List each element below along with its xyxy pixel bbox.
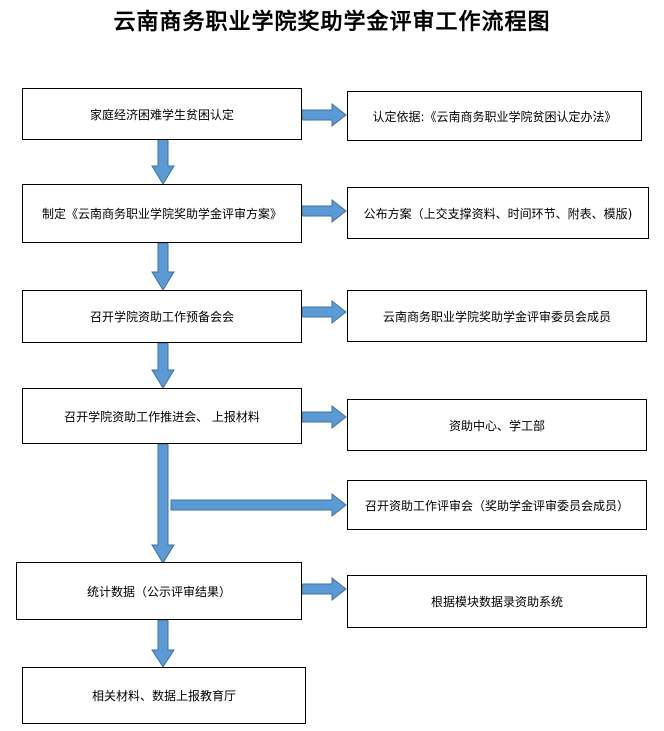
step-preparatory-meeting: 召开学院资助工作预备会会 — [22, 290, 302, 343]
arrow-down-5 — [151, 619, 175, 668]
arrow-right-4 — [301, 404, 347, 430]
step-formulate-plan: 制定《云南商务职业学院奖助学金评审方案》 — [22, 184, 302, 243]
note-label: 云南商务职业学院奖助学金评审委员会成员 — [382, 309, 611, 324]
note-committee-members: 云南商务职业学院奖助学金评审委员会成员 — [347, 290, 647, 342]
note-label: 资助中心、学工部 — [448, 418, 545, 433]
arrow-right-1 — [301, 102, 347, 128]
step-statistics: 统计数据（公示评审结果） — [16, 562, 302, 620]
note-review-meeting: 召开资助工作评审会（奖助学金评审委员会成员） — [347, 480, 647, 530]
note-label: 召开资助工作评审会（奖助学金评审委员会成员） — [364, 498, 629, 513]
arrow-right-6 — [301, 576, 347, 602]
note-label: 根据模块数据录资助系统 — [430, 595, 563, 609]
note-certification-basis: 认定依据:《云南商务职业学院贫困认定办法》 — [347, 91, 642, 141]
note-label: 认定依据:《云南商务职业学院贫困认定办法》 — [372, 109, 617, 124]
arrow-right-3 — [301, 299, 347, 325]
arrow-down-3 — [151, 342, 175, 389]
step-label: 制定《云南商务职业学院奖助学金评审方案》 — [41, 207, 282, 221]
step-report-education-department: 相关材料、数据上报教育厅 — [22, 667, 306, 724]
step-poverty-certification: 家庭经济困难学生贫困认定 — [22, 88, 302, 140]
step-promotion-meeting: 召开学院资助工作推进会、 上报材料 — [22, 388, 302, 444]
arrow-down-1 — [151, 137, 175, 185]
note-publish-plan: 公布方案（上交支撑资料、时间环节、附表、模版) — [347, 187, 649, 239]
arrow-down-2 — [151, 242, 175, 291]
note-enter-system: 根据模块数据录资助系统 — [347, 575, 647, 628]
step-label: 家庭经济困难学生贫困认定 — [89, 107, 234, 122]
arrow-right-5 — [170, 492, 347, 518]
step-label: 统计数据（公示评审结果） — [86, 584, 231, 599]
note-label: 公布方案（上交支撑资料、时间环节、附表、模版) — [363, 206, 633, 221]
step-label: 相关材料、数据上报教育厅 — [91, 689, 236, 703]
arrow-down-4 — [151, 443, 175, 564]
step-label: 召开学院资助工作预备会会 — [89, 310, 234, 324]
diagram-title: 云南商务职业学院奖助学金评审工作流程图 — [113, 9, 551, 35]
step-label: 召开学院资助工作推进会、 上报材料 — [64, 409, 260, 424]
arrow-right-2 — [301, 198, 347, 224]
note-funding-center: 资助中心、学工部 — [347, 399, 647, 451]
